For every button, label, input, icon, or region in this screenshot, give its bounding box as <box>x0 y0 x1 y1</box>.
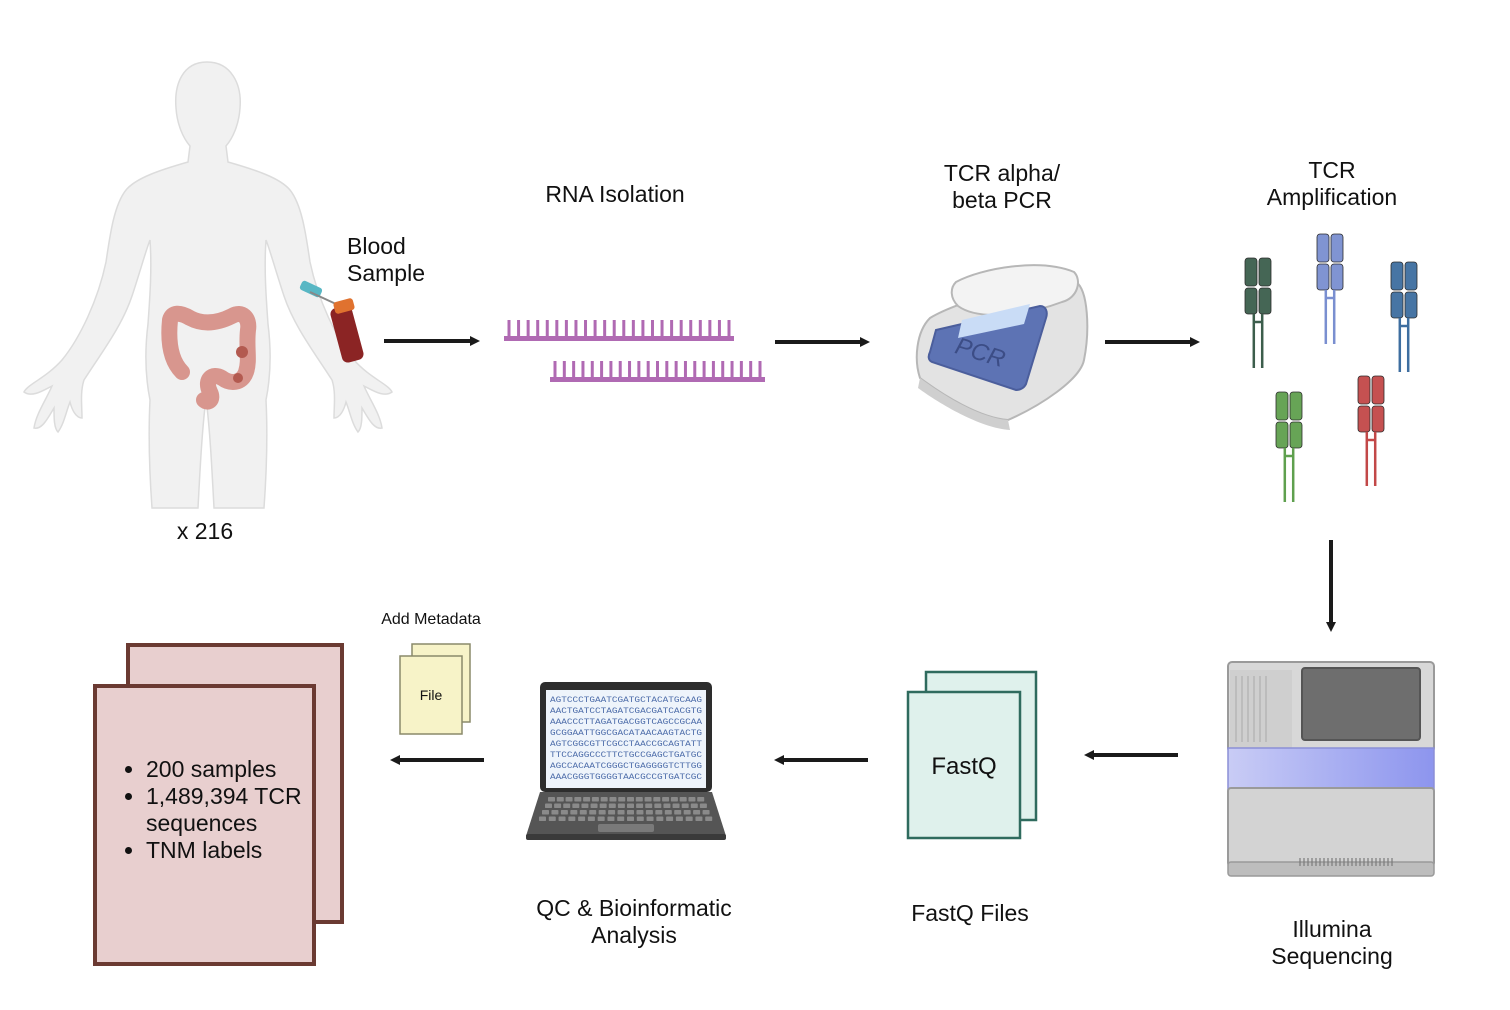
laptop-icon: AGTCCCTGAATCGATGCTACATGCAAG AACTGATCCTAGA… <box>526 682 726 840</box>
pcr-machine-icon: PCR <box>915 264 1089 430</box>
blood-tube-icon <box>299 280 364 363</box>
tcr-amplification-label-line2: Amplification <box>1266 184 1398 210</box>
tcr-amplification-label-line1: TCR <box>1308 157 1356 183</box>
sequence-line: GCGGAATTGGCGACATAACAAGTACTG <box>550 729 702 738</box>
illumina-label-line1: Illumina <box>1292 916 1372 942</box>
summary-item: TNM labels <box>146 837 316 864</box>
fastq-files-label: FastQ Files <box>911 900 1029 926</box>
summary-item: 200 samples <box>146 756 316 783</box>
fastq-files-icon: FastQ <box>906 670 1038 840</box>
tcr-receptors <box>1244 233 1418 502</box>
flow-arrows <box>384 336 1336 765</box>
sequence-line: AACTGATCCTAGATCGACGATCACGTG <box>550 707 702 716</box>
blood-sample-label-line2: Sample <box>347 260 425 286</box>
tcr-pcr-label-line2: beta PCR <box>952 187 1052 213</box>
dataset-documents-icon <box>93 643 344 966</box>
rna-strands-icon <box>504 320 765 382</box>
tcr-receptor-icon <box>1357 375 1385 486</box>
tcr-receptor-icon <box>1390 261 1418 372</box>
add-metadata-label: Add Metadata <box>381 611 481 628</box>
tcr-receptor-icon <box>1316 233 1344 344</box>
patient-count-label: x 216 <box>176 518 234 544</box>
dataset-summary-list: 200 samples 1,489,394 TCR sequences TNM … <box>118 756 316 864</box>
illumina-label-line2: Sequencing <box>1271 943 1393 969</box>
fastq-doc-text: FastQ <box>931 753 996 780</box>
sequence-line: AGCCACAATCGGGCTGAGGGGTCTTGG <box>550 762 702 771</box>
illumina-sequencer-icon <box>1227 661 1435 877</box>
tcr-pcr-label-line1: TCR alpha/ <box>943 160 1061 186</box>
qc-analysis-label-line1: QC & Bioinformatic <box>536 895 732 921</box>
metadata-file-icon: File <box>399 643 471 735</box>
colon-icon <box>161 305 257 410</box>
tcr-receptor-icon <box>1244 257 1272 368</box>
sequence-line: TTCCAGGCCCTTCTGCCGAGCTGATGC <box>550 751 702 760</box>
sequence-line: AAACCCTTAGATGACGGTCAGCCGCAA <box>550 718 702 727</box>
tcr-receptor-icon <box>1275 391 1303 502</box>
human-body-icon <box>23 61 393 509</box>
sequence-line: AGTCCCTGAATCGATGCTACATGCAAG <box>550 696 702 705</box>
blood-sample-label-line1: Blood <box>347 233 406 259</box>
qc-analysis-label-line2: Analysis <box>591 922 677 948</box>
rna-isolation-label: RNA Isolation <box>545 181 685 207</box>
summary-item: 1,489,394 TCR sequences <box>146 783 316 837</box>
file-doc-text: File <box>420 687 443 703</box>
sequence-line: AAACGGGTGGGGTAACGCCGTGATCGC <box>550 773 702 782</box>
sequence-line: AGTCGGCGTTCGCCTAACCGCAGTATT <box>550 740 702 749</box>
